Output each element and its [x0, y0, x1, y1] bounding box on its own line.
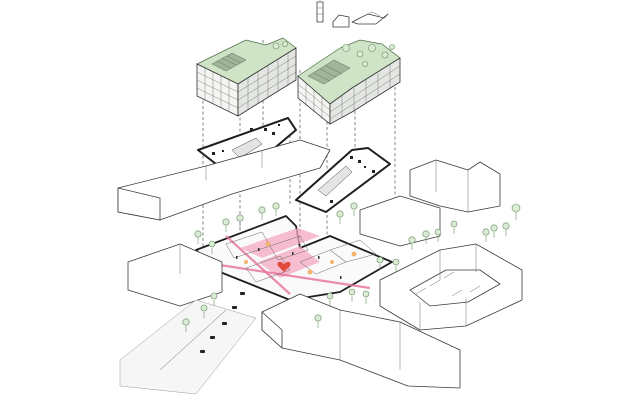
context-block-left	[127, 243, 223, 307]
street-plane	[119, 292, 257, 395]
site-ground-floor	[195, 215, 393, 301]
context-block-right	[409, 159, 501, 213]
context-block-bottom	[261, 293, 461, 389]
courtyard-block	[379, 243, 523, 331]
floor-plate-right	[295, 147, 391, 213]
distant-skyline-icon	[351, 11, 389, 25]
context-block-long	[117, 139, 331, 221]
landmark-tower-icon	[316, 0, 324, 23]
tree-icon	[182, 202, 521, 332]
car-icon	[200, 292, 245, 353]
building-right-upper	[297, 39, 401, 125]
heart-icon	[277, 261, 291, 272]
building-left-upper	[196, 37, 297, 117]
context-block-mid	[359, 195, 441, 247]
distant-building-icon	[332, 14, 350, 28]
tree-icon	[342, 44, 395, 67]
solar-panel-icon	[307, 59, 351, 85]
solar-panel-icon	[211, 52, 247, 72]
